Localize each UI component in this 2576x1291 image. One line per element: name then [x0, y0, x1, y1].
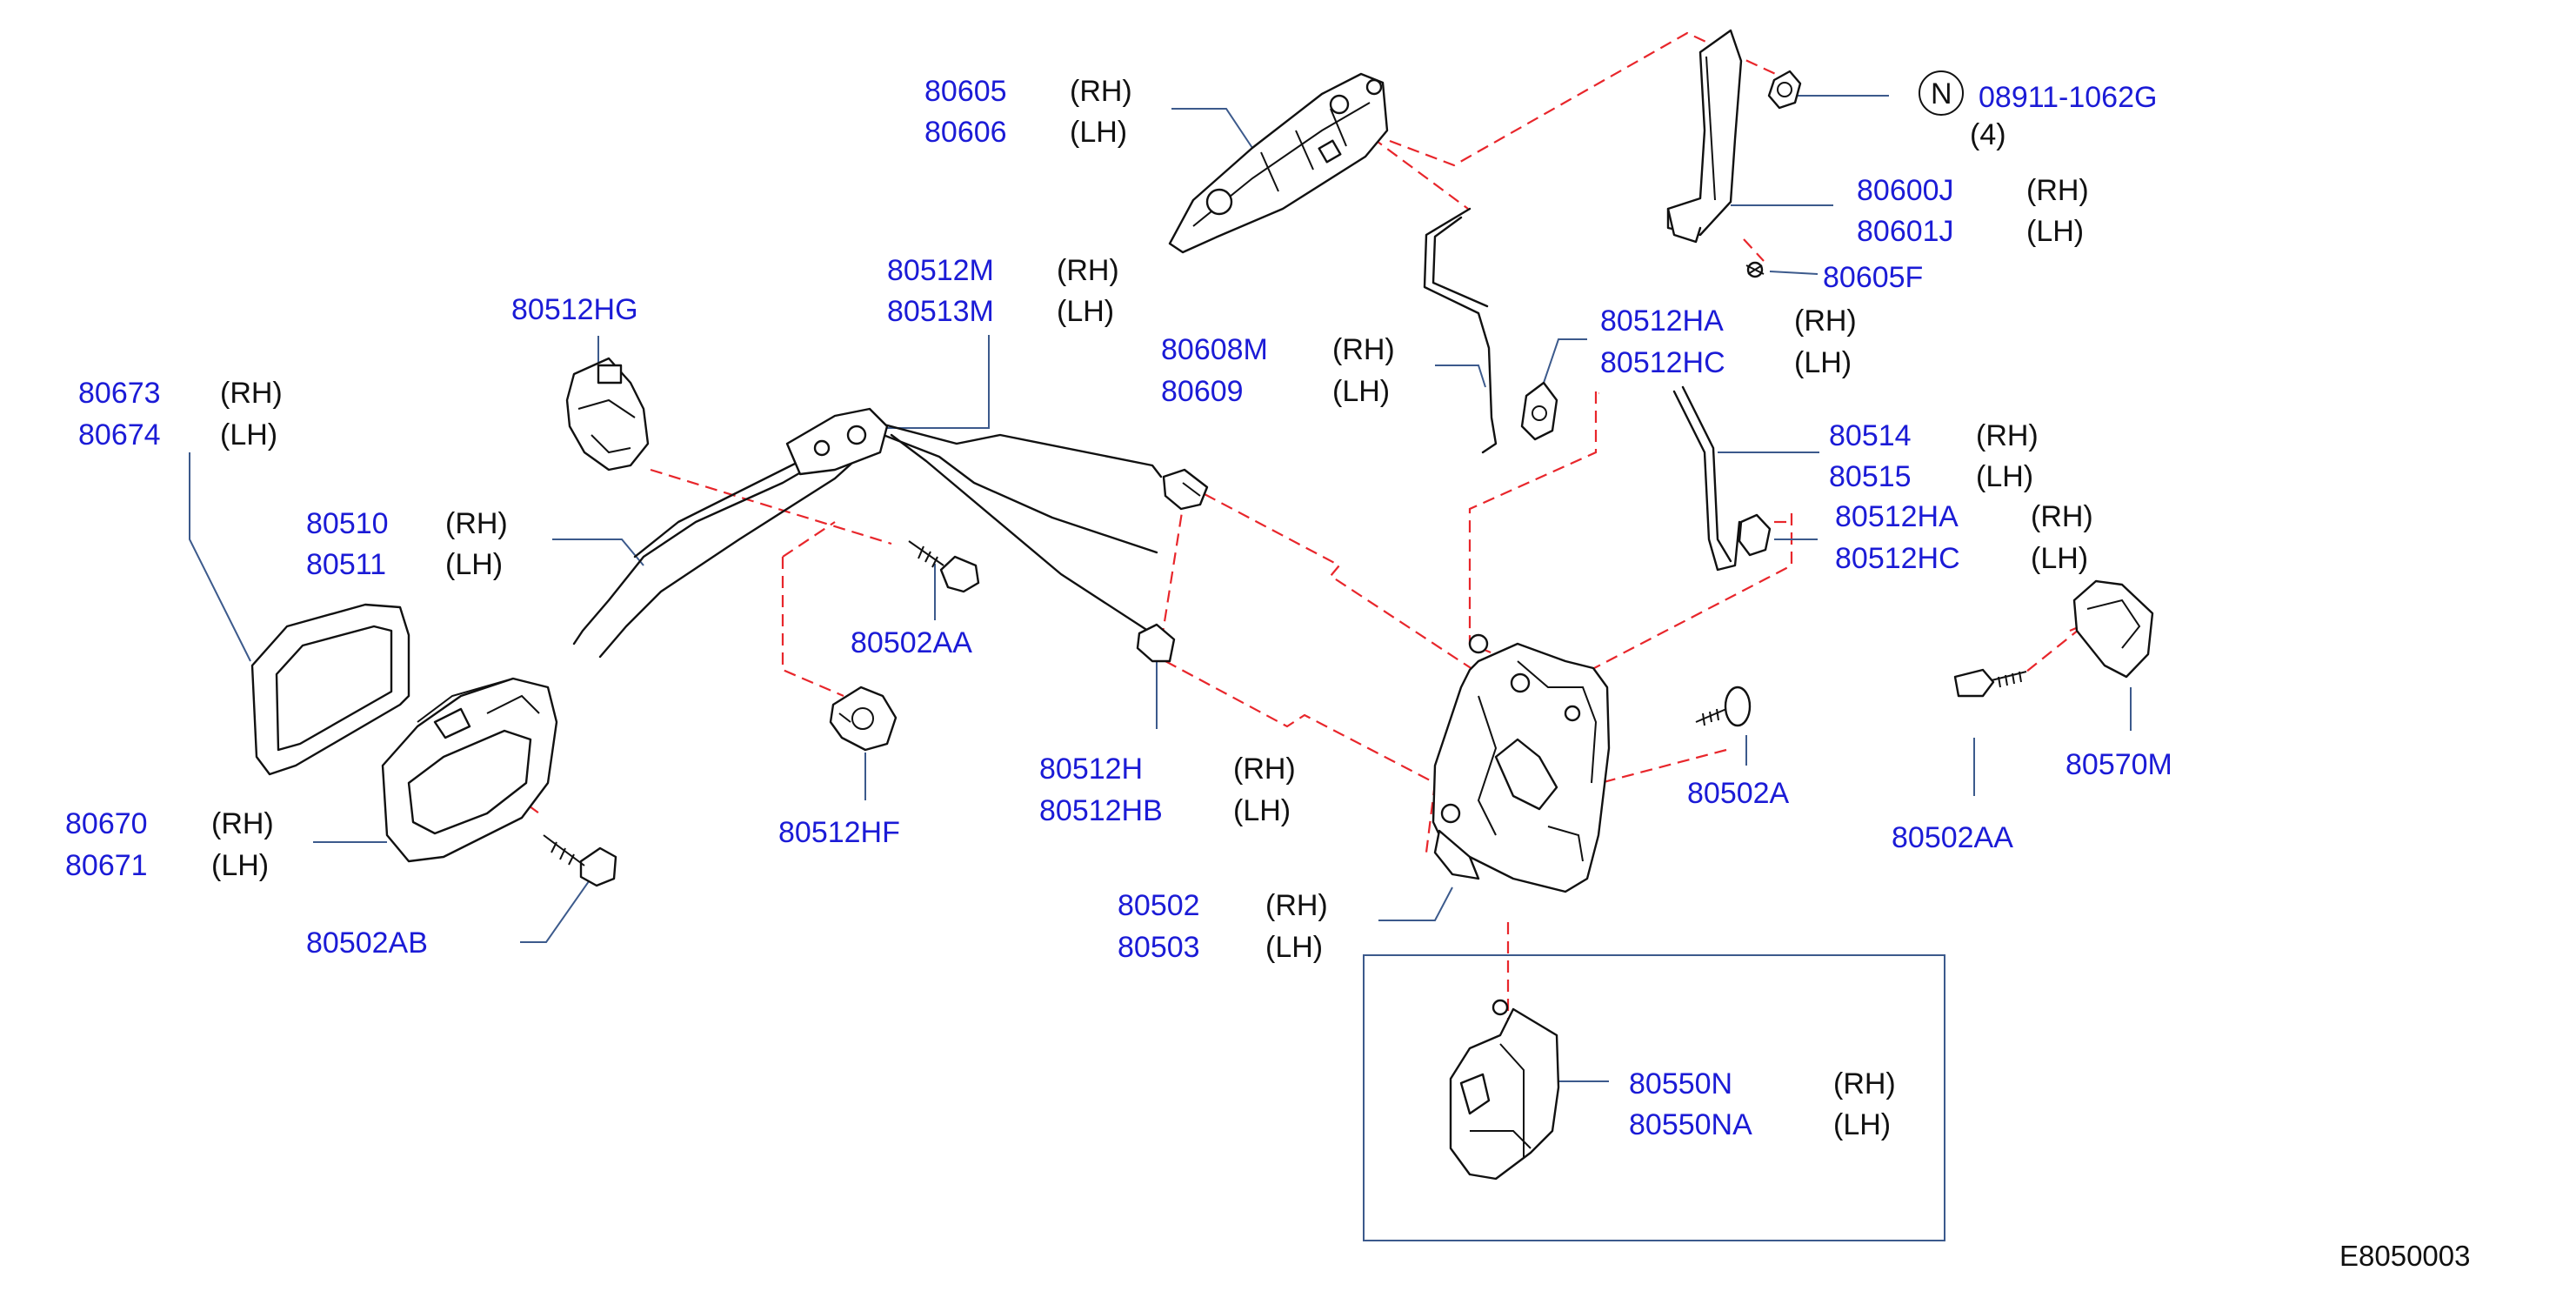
side-label: (RH): [211, 807, 274, 840]
rod-clip-80512hf: [829, 686, 898, 752]
part-number: 80502AA: [851, 626, 972, 659]
part-number: 80512HC: [1600, 346, 1725, 379]
part-number: 80601J: [1857, 215, 1954, 248]
side-label: (LH): [1233, 794, 1291, 827]
side-label: (RH): [1057, 254, 1119, 287]
part-number: 80502: [1118, 889, 1200, 922]
part-number: 80670: [65, 807, 148, 840]
side-label: (RH): [445, 507, 508, 540]
striker: [2072, 579, 2154, 679]
part-number: 80600J: [1857, 174, 1954, 207]
side-label: (RH): [1794, 304, 1857, 338]
part-number: 80673: [78, 377, 161, 410]
side-label: (RH): [2031, 500, 2093, 533]
part-number: 80513M: [887, 295, 994, 328]
side-label: (RH): [1833, 1067, 1896, 1100]
side-label: (LH): [1070, 116, 1127, 149]
part-number: 80510: [306, 507, 389, 540]
lock-actuator-assembly: [1449, 999, 1560, 1181]
part-number: 80503: [1118, 931, 1200, 964]
diagram-code: E8050003: [2339, 1240, 2470, 1272]
inside-handle-escutcheon: [250, 603, 410, 776]
side-label: (LH): [211, 849, 269, 882]
rod-clip-upper: [1520, 381, 1558, 441]
part-number: 80671: [65, 849, 148, 882]
inside-door-handle: [381, 677, 558, 863]
side-label: (RH): [1070, 75, 1132, 108]
part-number: 80674: [78, 418, 161, 452]
hex-nut: [1767, 70, 1802, 110]
part-number: 80512H: [1039, 753, 1143, 786]
part-number: 80512HB: [1039, 794, 1163, 827]
screw-center: [908, 540, 980, 593]
part-number: 80512M: [887, 254, 994, 287]
n-prefix: N: [1931, 77, 1952, 110]
side-label: (RH): [1332, 333, 1395, 366]
side-label: (LH): [1265, 931, 1323, 964]
part-number: 80570M: [2065, 748, 2172, 781]
labels: 80605 (RH) 80606 (LH) N 08911-1062G (4) …: [65, 75, 2470, 1272]
part-number: 80514: [1829, 419, 1912, 452]
side-label: (LH): [1833, 1108, 1891, 1141]
rod-80514: [1672, 385, 1741, 572]
part-number: 80512HA: [1600, 304, 1724, 338]
rod-clip-80512hg: [565, 357, 650, 472]
side-label: (LH): [1332, 375, 1390, 408]
part-number: 80502A: [1687, 777, 1790, 810]
side-label: (LH): [220, 418, 277, 452]
part-number: 80605: [924, 75, 1007, 108]
side-label: (LH): [445, 548, 503, 581]
inset-box: [1363, 954, 1945, 1241]
rod-clip-right: [1738, 513, 1772, 557]
n-circle-marker: [1919, 70, 1964, 116]
cable-80512m: [859, 420, 1163, 632]
part-number: 80609: [1161, 375, 1244, 408]
part-number: 80512HA: [1835, 500, 1959, 533]
door-lock-actuator: [1431, 633, 1611, 893]
part-number: 80608M: [1161, 333, 1268, 366]
side-label: (LH): [1976, 460, 2033, 493]
handle-bracket: [1666, 29, 1743, 244]
part-number: 80511: [306, 548, 386, 581]
side-label: (RH): [1233, 753, 1296, 786]
side-label: (LH): [1794, 346, 1852, 379]
cable-end-upper: [1162, 468, 1209, 511]
side-label: (LH): [2031, 542, 2088, 575]
quantity-label: (4): [1970, 118, 2006, 151]
side-label: (RH): [1976, 419, 2039, 452]
screw-right: [1953, 668, 2027, 698]
side-label: (LH): [1057, 295, 1114, 328]
part-number: 80512HG: [511, 293, 638, 326]
part-number: 80606: [924, 116, 1007, 149]
screw-80502ab: [543, 834, 617, 887]
side-label: (RH): [220, 377, 283, 410]
small-clip: [1745, 261, 1765, 278]
part-number: 80550NA: [1629, 1108, 1752, 1141]
part-number: 08911-1062G: [1979, 81, 2157, 114]
screw-80502a: [1695, 686, 1752, 727]
part-number: 80550N: [1629, 1067, 1732, 1100]
side-label: (RH): [2026, 174, 2089, 207]
side-label: (RH): [1265, 889, 1328, 922]
rod-link-bracket: [785, 407, 889, 476]
part-number: 80512HC: [1835, 542, 1960, 575]
cable-end-lower: [1136, 623, 1176, 663]
outside-door-handle: [1168, 72, 1389, 254]
part-number: 80502AB: [306, 926, 428, 960]
part-number: 80605F: [1823, 261, 1923, 294]
rod-80608m: [1423, 207, 1498, 454]
part-number: 80512HF: [778, 816, 900, 849]
part-number: 80502AA: [1892, 821, 2013, 854]
part-number: 80515: [1829, 460, 1912, 493]
side-label: (LH): [2026, 215, 2084, 248]
